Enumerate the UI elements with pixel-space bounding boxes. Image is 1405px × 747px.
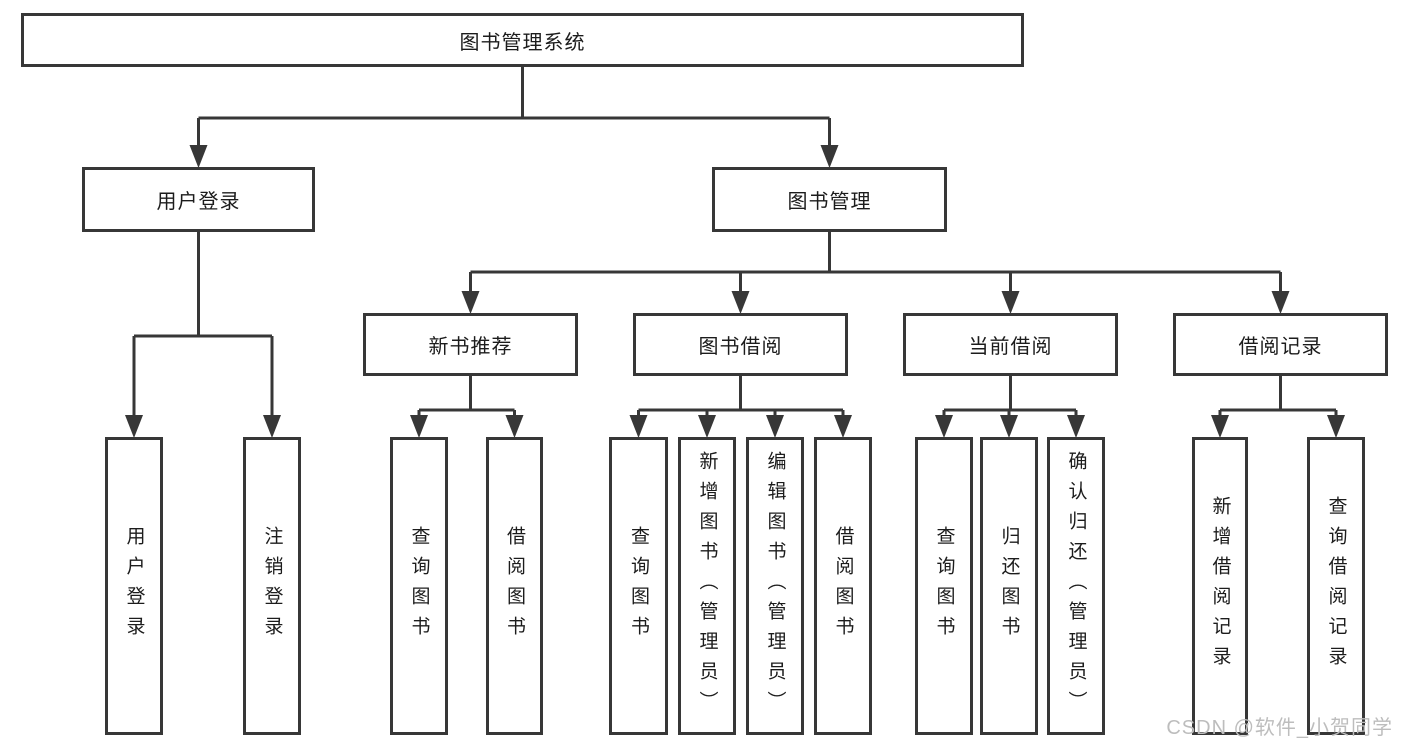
node-label: 注销登录 <box>261 526 283 646</box>
node-label: 归还图书 <box>998 526 1020 646</box>
node-label: 用户登录 <box>156 191 241 213</box>
node-v-query-record: 查询借阅记录 <box>1307 437 1365 735</box>
node-v-logout: 注销登录 <box>243 437 301 735</box>
watermark: CSDN @软件_小贺同学 <box>1166 717 1393 739</box>
node-v-return-book: 归还图书 <box>980 437 1038 735</box>
node-v-query-books-3: 查询图书 <box>915 437 973 735</box>
node-label: 确认归还（管理员） <box>1065 451 1087 721</box>
node-current-borrow: 当前借阅 <box>903 313 1118 376</box>
node-v-add-book: 新增图书（管理员） <box>678 437 736 735</box>
node-user-login: 用户登录 <box>82 167 315 232</box>
node-label: 新书推荐 <box>428 336 513 358</box>
node-label: 用户登录 <box>123 526 145 646</box>
node-label: 新增图书（管理员） <box>696 451 718 721</box>
node-label: 借阅记录 <box>1238 336 1323 358</box>
node-book-borrow: 图书借阅 <box>633 313 848 376</box>
node-book-mgmt: 图书管理 <box>712 167 947 232</box>
node-label: 新增借阅记录 <box>1209 496 1231 676</box>
node-label: 编辑图书（管理员） <box>764 451 786 721</box>
node-label: 借阅图书 <box>504 526 525 646</box>
node-label: 查询图书 <box>628 526 649 646</box>
node-label: 图书管理 <box>787 191 872 213</box>
node-label: 查询图书 <box>408 526 430 646</box>
node-new-books: 新书推荐 <box>363 313 578 376</box>
node-root: 图书管理系统 <box>21 13 1024 67</box>
node-label: 借阅图书 <box>832 526 854 646</box>
node-v-user-login: 用户登录 <box>105 437 163 735</box>
node-v-confirm-return: 确认归还（管理员） <box>1047 437 1105 735</box>
node-label: 当前借阅 <box>968 336 1053 358</box>
node-v-borrow-books-1: 借阅图书 <box>486 437 543 735</box>
node-v-edit-book: 编辑图书（管理员） <box>746 437 804 735</box>
node-label: 图书管理系统 <box>459 31 586 54</box>
node-label: 图书借阅 <box>698 336 783 358</box>
node-v-borrow-books-2: 借阅图书 <box>814 437 872 735</box>
node-label: 查询图书 <box>933 526 955 646</box>
node-label: 查询借阅记录 <box>1325 496 1347 676</box>
node-v-add-record: 新增借阅记录 <box>1192 437 1248 735</box>
node-v-query-books-1: 查询图书 <box>390 437 448 735</box>
node-borrow-records: 借阅记录 <box>1173 313 1388 376</box>
node-v-query-books-2: 查询图书 <box>609 437 668 735</box>
